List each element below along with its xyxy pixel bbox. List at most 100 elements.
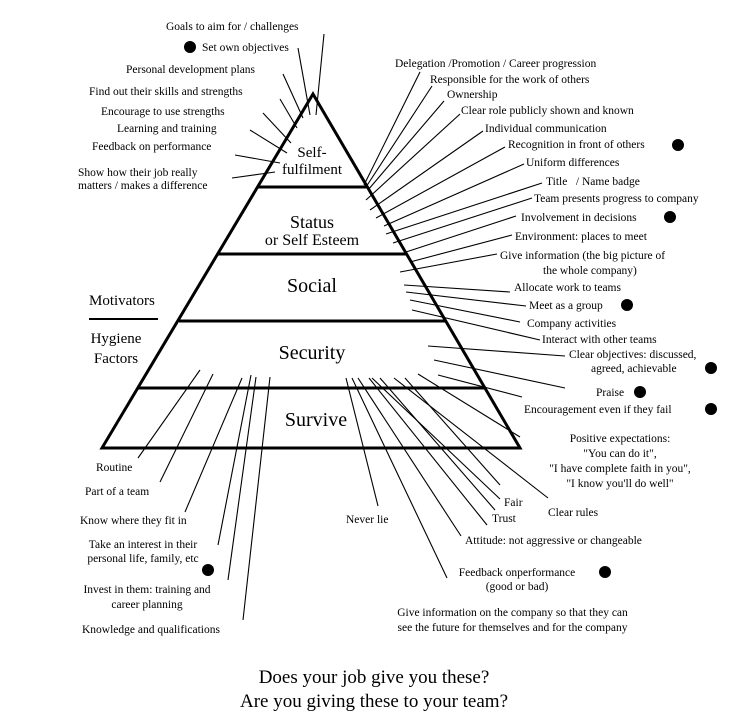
leader-line — [409, 299, 521, 323]
level-self-fulfilment: Self- fulfilment — [262, 145, 362, 179]
leader-line — [242, 376, 271, 621]
leader-line — [282, 73, 304, 119]
leader-line — [234, 154, 281, 164]
item-title-badge: Title / Name badge — [546, 176, 640, 188]
leader-line — [404, 377, 501, 486]
item-responsible: Responsible for the work of others — [430, 74, 590, 86]
item-give-info-2: the whole company) — [543, 265, 637, 277]
leader-line — [405, 215, 517, 253]
leader-line — [367, 100, 445, 191]
leader-line — [393, 377, 549, 499]
level-status-line2: or Self Esteem — [264, 232, 360, 249]
level-self-fulfilment-line1: Self- — [297, 145, 327, 161]
item-feedback-onperformance-1: Feedback onperformance — [458, 567, 576, 579]
leader-line — [231, 171, 276, 179]
leader-line — [368, 377, 488, 526]
item-feedback-onperformance-2: (good or bad) — [485, 581, 549, 593]
item-ownership: Ownership — [447, 89, 498, 101]
item-clear-objectives-1: Clear objectives: discussed, — [569, 349, 697, 361]
item-encourage-strengths: Encourage to use strengths — [101, 106, 225, 118]
item-set-own-objectives: Set own objectives — [202, 42, 289, 54]
highlight-dot — [672, 139, 684, 151]
leader-line — [371, 377, 501, 500]
leader-line — [385, 182, 543, 235]
highlight-dot — [705, 403, 717, 415]
item-uniform: Uniform differences — [526, 157, 620, 169]
item-show-job-matters-2: matters / makes a difference — [78, 180, 208, 192]
leader-line — [351, 377, 448, 579]
highlight-dot — [664, 211, 676, 223]
item-trust: Trust — [492, 513, 516, 525]
leader-line — [405, 291, 527, 307]
leader-line — [427, 345, 566, 357]
item-part-of-team: Part of a team — [85, 486, 150, 498]
pyramid-outline — [99, 91, 523, 450]
leader-line — [137, 369, 201, 459]
item-individual-communication: Individual communication — [485, 123, 607, 135]
leader-line — [417, 373, 521, 438]
item-invest-1: Invest in them: training and — [83, 584, 211, 596]
item-attitude: Attitude: not aggressive or changeable — [465, 535, 642, 547]
leader-line — [399, 253, 498, 273]
item-find-skills: Find out their skills and strengths — [89, 86, 243, 98]
leader-line — [184, 377, 243, 513]
leader-line — [279, 98, 298, 129]
item-know-where-fit: Know where they fit in — [80, 515, 187, 527]
leader-line — [379, 377, 496, 511]
item-team-presents: Team presents progress to company — [534, 193, 699, 205]
level-social: Social — [287, 275, 337, 297]
item-encouragement: Encouragement even if they fail — [524, 404, 672, 416]
item-positive-expectations-1: Positive expectations: — [569, 433, 671, 445]
level-self-fulfilment-line2: fulfilment — [282, 162, 342, 178]
hygiene-label-line1: Hygiene — [90, 331, 142, 347]
item-interact-teams: Interact with other teams — [542, 334, 657, 346]
item-show-job-matters-1: Show how their job really — [78, 167, 198, 179]
leader-line — [249, 129, 288, 154]
item-fair: Fair — [504, 497, 523, 509]
leader-line — [297, 47, 311, 116]
item-involvement: Involvement in decisions — [521, 212, 637, 224]
item-take-interest-1: Take an interest in their — [88, 539, 198, 551]
leader-line — [383, 163, 525, 227]
caption-line2: Are you giving these to your team? — [239, 691, 509, 712]
leader-line — [365, 113, 461, 201]
highlight-dot — [621, 299, 633, 311]
level-status-line1: Status — [289, 212, 334, 232]
item-give-info-company-1: Give information on the company so that … — [397, 607, 628, 619]
item-clear-role: Clear role publicly shown and known — [461, 105, 634, 117]
leader-line — [363, 71, 421, 186]
leader-line — [433, 359, 566, 389]
item-clear-objectives-2: agreed, achievable — [591, 363, 677, 375]
leader-line — [227, 376, 257, 581]
item-goals: Goals to aim for / challenges — [166, 21, 299, 33]
leader-line — [369, 130, 484, 211]
highlight-dot — [634, 386, 646, 398]
item-invest-2: career planning — [111, 599, 183, 611]
item-take-interest-2: personal life, family, etc — [87, 553, 199, 565]
leader-line — [392, 197, 533, 244]
leader-line — [365, 85, 433, 188]
highlight-dot — [202, 564, 214, 576]
item-environment: Environment: places to meet — [515, 231, 647, 243]
leader-line — [217, 374, 252, 546]
item-recognition: Recognition in front of others — [508, 139, 645, 151]
leader-line — [437, 374, 523, 398]
item-positive-expectations-2: "You can do it", — [583, 448, 657, 460]
item-personal-development: Personal development plans — [126, 64, 256, 76]
item-allocate-work: Allocate work to teams — [514, 282, 621, 294]
level-survive: Survive — [284, 409, 348, 431]
leader-line — [375, 146, 506, 219]
leader-line — [262, 112, 292, 144]
item-positive-expectations-4: "I know you'll do well" — [566, 478, 674, 490]
level-security: Security — [278, 342, 346, 364]
leader-line — [345, 377, 379, 507]
item-give-info-1: Give information (the big picture of — [500, 250, 666, 262]
item-learning-training: Learning and training — [117, 123, 217, 135]
leader-line — [403, 284, 511, 293]
leader-line — [159, 373, 214, 483]
item-never-lie: Never lie — [346, 514, 389, 526]
level-status: Status or Self Esteem — [232, 212, 392, 250]
item-give-info-company-2: see the future for themselves and for th… — [397, 622, 628, 634]
leader-line — [411, 309, 541, 341]
